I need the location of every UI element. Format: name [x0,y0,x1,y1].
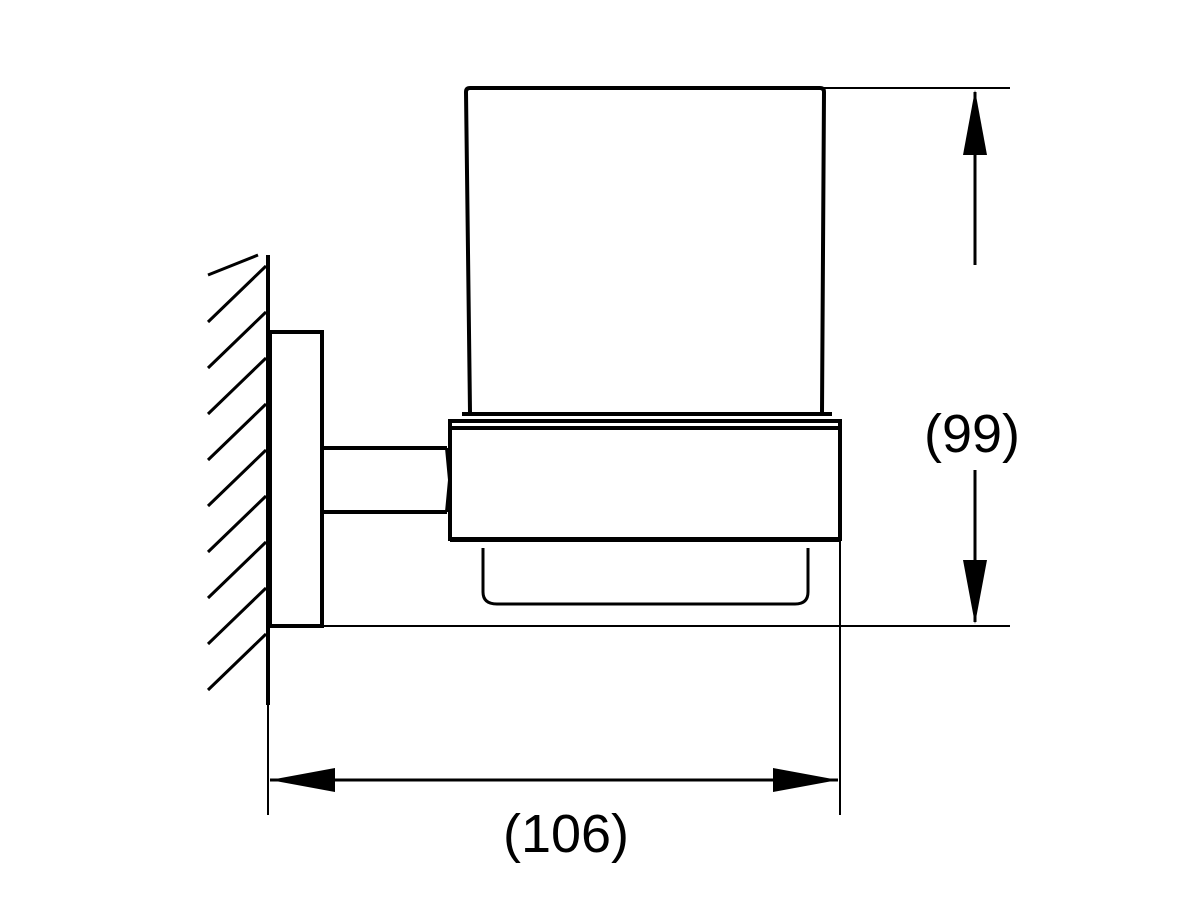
height-dimension: (99) [322,87,1020,627]
width-label: (106) [503,804,629,864]
wall [206,253,270,705]
support-arm [322,446,452,514]
height-arrow-bottom [963,560,987,624]
wall-hatching [206,253,268,692]
glass-tumbler [463,86,827,413]
holder-ring [448,419,842,541]
glass-bottom [481,548,810,606]
height-label: (99) [924,404,1020,464]
width-arrow-left [270,768,335,792]
width-dimension: (106) [267,540,841,864]
mounting-plate [268,330,324,628]
height-arrow-top [963,90,987,155]
width-arrow-right [773,768,838,792]
